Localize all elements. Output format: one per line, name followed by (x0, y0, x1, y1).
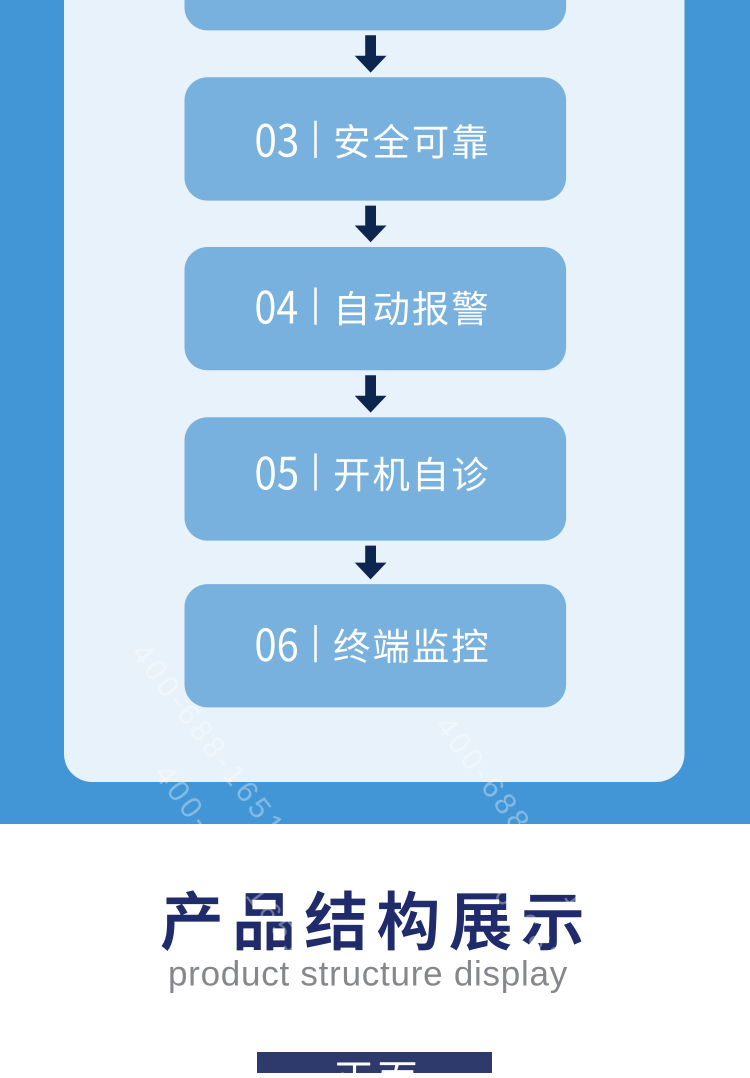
svg-text:product structure display: product structure display (168, 955, 568, 994)
